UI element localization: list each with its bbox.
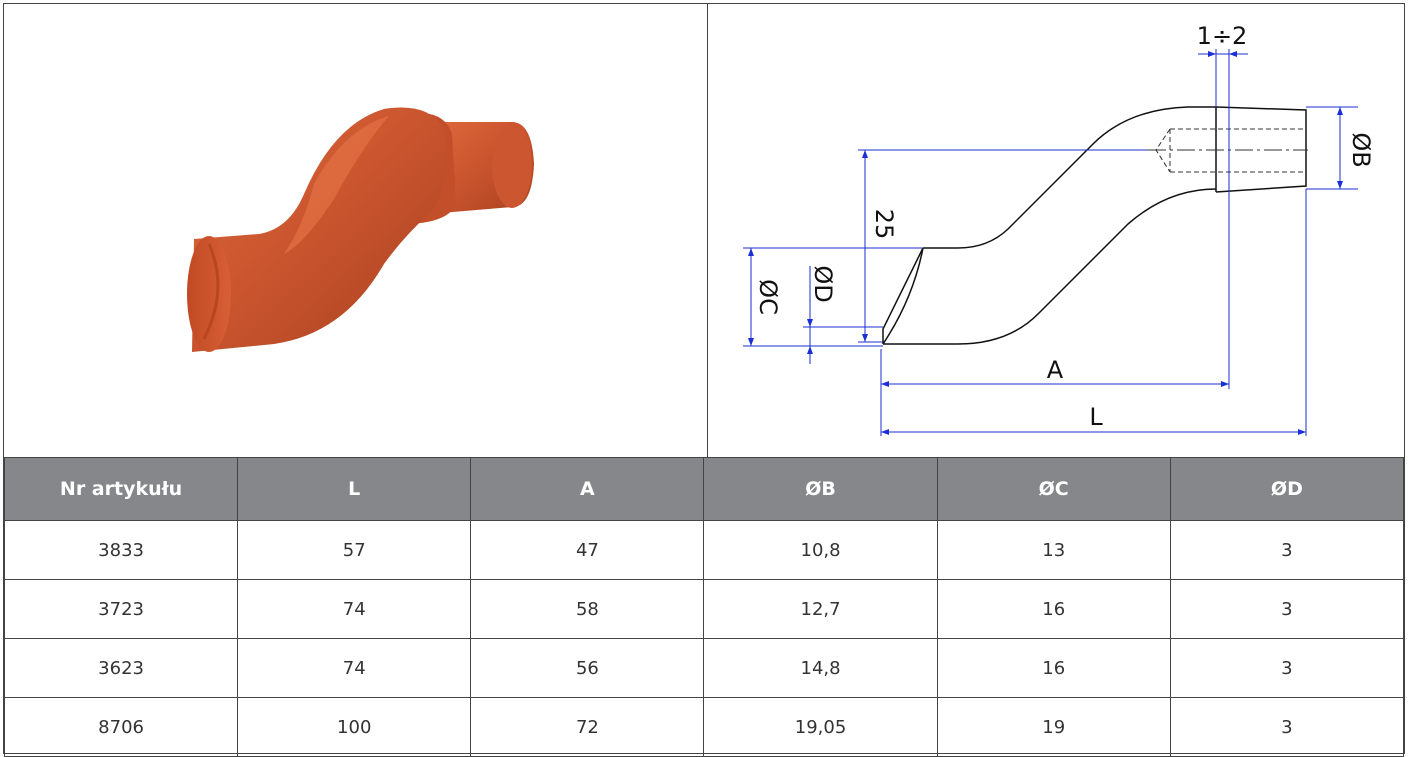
cell-a: 47	[470, 520, 705, 580]
cell-l: 100	[237, 697, 472, 757]
dim-b-label: ØB	[1347, 132, 1375, 167]
table-row: 3723 74 58 12,7 16 3	[3, 579, 1405, 639]
dim-a-label: A	[1047, 356, 1064, 384]
cell-b: 19,05	[703, 697, 938, 757]
product-tip-edge	[202, 243, 220, 340]
table-row: 3833 57 47 10,8 13 3	[3, 520, 1405, 580]
cell-l: 57	[237, 520, 472, 580]
part-outline	[882, 106, 1307, 345]
table-row: 3623 74 56 14,8 16 3	[3, 638, 1405, 698]
dim-gap-label: 1÷2	[1197, 22, 1248, 50]
table-header-row: Nr artykułu L A ØB ØC ØD	[3, 457, 1405, 521]
product-bent-body	[192, 107, 448, 352]
cell-c: 16	[936, 638, 1171, 698]
cell-article: 3623	[3, 638, 239, 698]
cell-article: 3723	[3, 579, 239, 639]
cell-d: 3	[1169, 520, 1405, 580]
product-photo-panel	[4, 4, 707, 457]
product-tip-face	[187, 236, 231, 352]
cell-d: 3	[1169, 638, 1405, 698]
cell-c: 19	[936, 697, 1171, 757]
cell-b: 14,8	[703, 638, 938, 698]
cell-b: 12,7	[703, 579, 938, 639]
dimension-lines	[743, 49, 1358, 436]
dim-d-label: ØD	[809, 265, 837, 302]
cell-article: 8706	[3, 697, 239, 757]
cell-a: 72	[470, 697, 705, 757]
dimension-arrows	[748, 51, 1343, 435]
product-sheet: 1÷2 ØB 25 ØC ØD A L Nr artykułu L A ØB Ø…	[3, 3, 1405, 757]
cell-c: 13	[936, 520, 1171, 580]
figure-area: 1÷2 ØB 25 ØC ØD A L	[4, 4, 1404, 457]
cell-a: 56	[470, 638, 705, 698]
dim-25-label: 25	[870, 209, 898, 240]
cell-b: 10,8	[703, 520, 938, 580]
technical-drawing: 1÷2 ØB 25 ØC ØD A L	[743, 22, 1375, 436]
product-end-face	[492, 122, 532, 208]
spec-table: Nr artykułu L A ØB ØC ØD 3833 57 47 10,8…	[3, 457, 1405, 757]
product-highlight	[284, 116, 389, 254]
header-c: ØC	[936, 457, 1171, 521]
header-b: ØB	[703, 457, 938, 521]
header-l: L	[237, 457, 472, 521]
cell-a: 58	[470, 579, 705, 639]
cell-d: 3	[1169, 697, 1405, 757]
cell-l: 74	[237, 638, 472, 698]
cell-d: 3	[1169, 579, 1405, 639]
header-a: A	[470, 457, 705, 521]
dim-l-label: L	[1089, 403, 1103, 431]
product-render	[187, 107, 534, 352]
cell-article: 3833	[3, 520, 239, 580]
header-article-number: Nr artykułu	[3, 457, 239, 521]
technical-drawing-panel: 1÷2 ØB 25 ØC ØD A L	[707, 4, 1405, 457]
cell-l: 74	[237, 579, 472, 639]
dim-c-label: ØC	[754, 279, 782, 315]
header-d: ØD	[1169, 457, 1405, 521]
table-row: 8706 100 72 19,05 19 3	[3, 697, 1405, 757]
cell-c: 16	[936, 579, 1171, 639]
